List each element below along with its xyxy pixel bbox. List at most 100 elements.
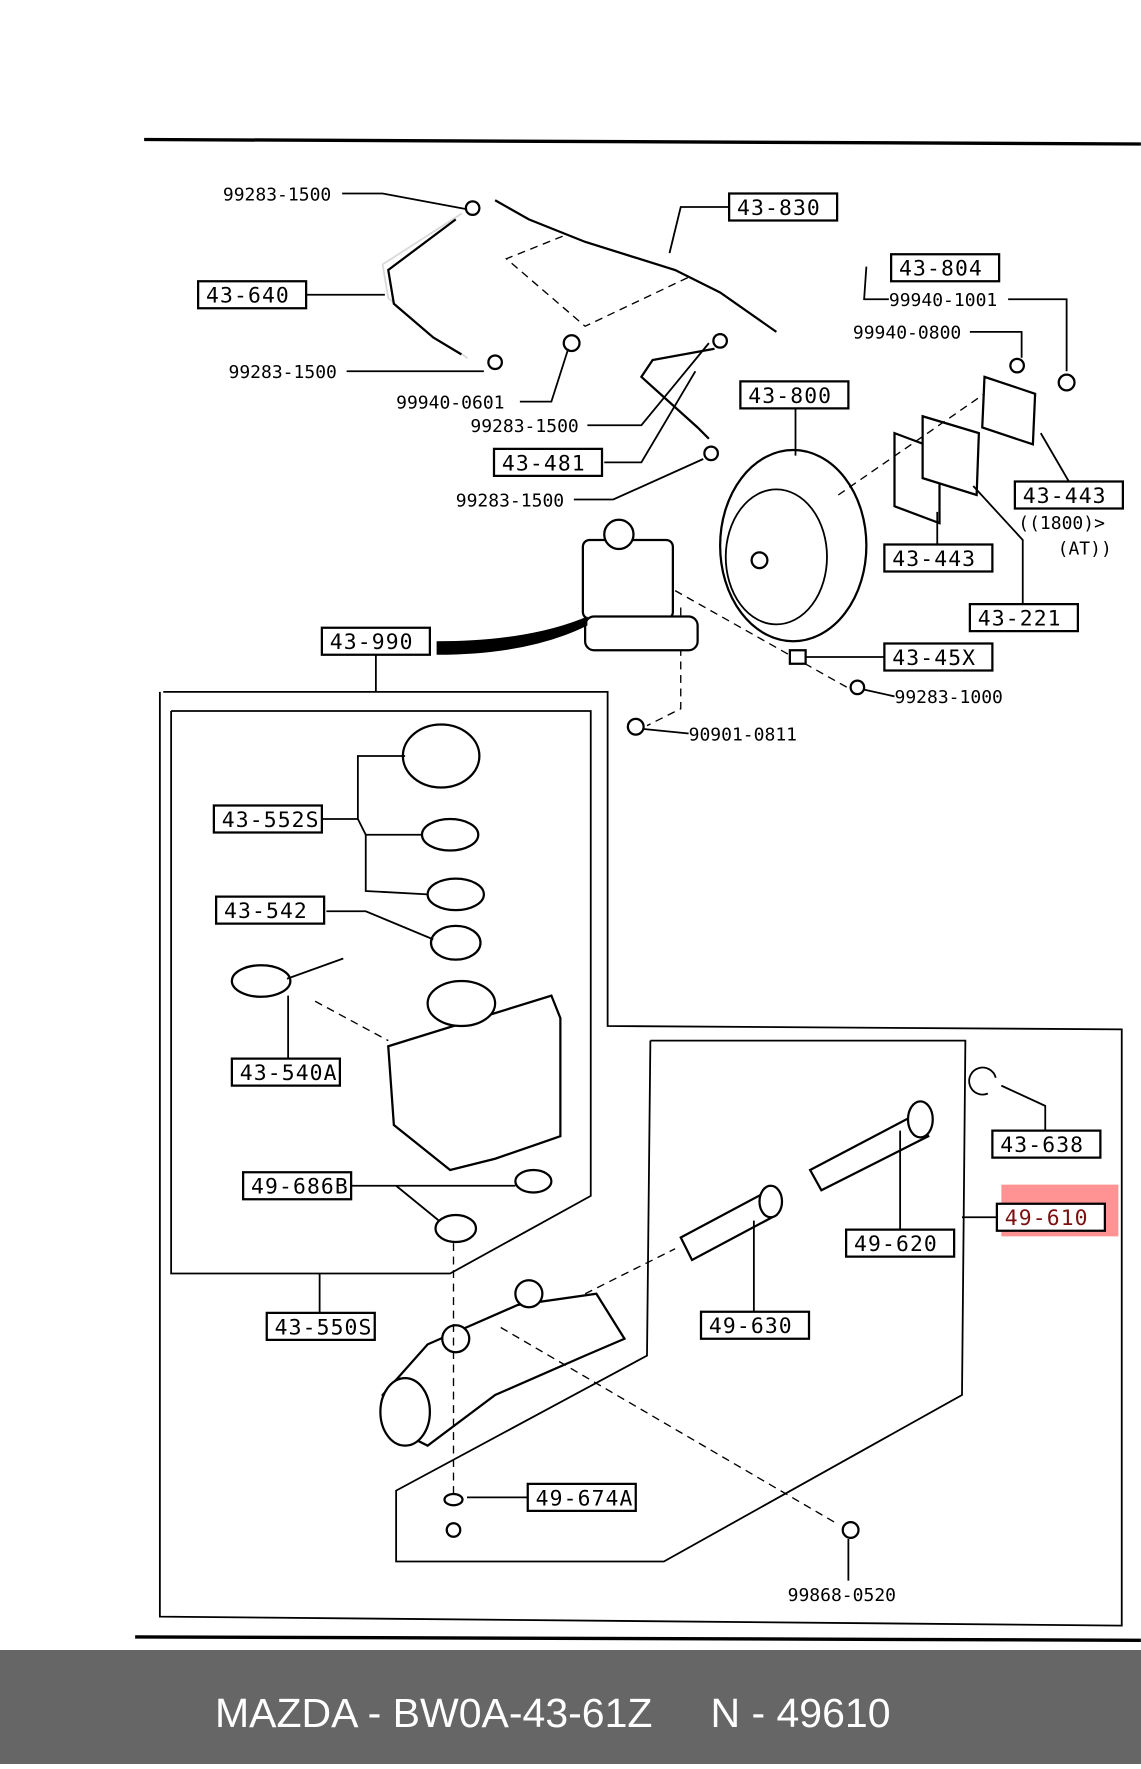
gasket-43-443-1800 [981, 375, 1037, 446]
callout-box [739, 380, 850, 410]
part-number: MAZDA - BW0A-43-61Z [215, 1690, 653, 1736]
callout-text: 43-830 [737, 196, 821, 221]
part-number-label: 99868-0520 [788, 1585, 896, 1606]
group-outline-49-610 [395, 1039, 967, 1563]
callout-box [1013, 480, 1124, 510]
callout-43-804: 43-804 [890, 253, 1001, 283]
callout-43-552S: 43-552S [212, 804, 323, 834]
callout-text: 43-540A [240, 1061, 338, 1086]
hose-43-640 [387, 218, 462, 356]
hose-43-481 [639, 347, 715, 440]
part-number-label: 99940-0601 [396, 392, 504, 413]
callout-49-686B: 49-686B [242, 1171, 353, 1201]
callout-box [492, 447, 604, 477]
callout-box [728, 192, 839, 222]
top-rule [144, 137, 1141, 146]
master-cylinder-assembly [581, 538, 674, 620]
callout-box [215, 895, 326, 925]
callout-43-443a: 43-443 [1013, 480, 1124, 510]
filter-icon [420, 817, 480, 852]
callout-text: 43-221 [978, 607, 1062, 632]
brake-booster-43-800 [719, 448, 868, 643]
nut-icon [562, 334, 581, 353]
callout-text: 43-990 [330, 630, 414, 655]
callout-text: 43-45X [892, 646, 976, 671]
callout-43-550S: 43-550S [265, 1311, 376, 1341]
screw-icon [841, 1521, 860, 1539]
callout-49-620: 49-620 [845, 1228, 956, 1258]
callout-text: 43-640 [206, 284, 290, 309]
clamp-icon [703, 445, 719, 462]
callout-43-542: 43-542 [215, 895, 326, 925]
callout-text: 43-550S [275, 1315, 373, 1340]
callout-box [526, 1482, 637, 1512]
clamp-icon [712, 333, 728, 349]
callout-box [242, 1171, 353, 1201]
group-outline-43-990 [158, 690, 1123, 1627]
callout-text: 43-638 [1000, 1133, 1084, 1158]
callout-49-610: 49-610 [995, 1202, 1106, 1232]
callout-text: 49-610 [1005, 1206, 1089, 1231]
callout-text: 49-620 [854, 1232, 938, 1257]
callout-box [699, 1310, 811, 1340]
callout-box [320, 626, 431, 656]
bolt-icon [849, 679, 866, 696]
callout-text: 43-804 [899, 257, 983, 282]
callout-text: 43-800 [748, 384, 832, 409]
callout-43-800: 43-800 [739, 380, 850, 410]
hose-43-830 [494, 199, 778, 333]
callout-43-45X: 43-45X [883, 642, 994, 672]
callout-box [883, 642, 994, 672]
callout-box [212, 804, 323, 834]
callout-49-674A: 49-674A [526, 1482, 637, 1512]
part-number-label: 99283-1500 [456, 490, 564, 511]
nut-icon [626, 717, 645, 736]
callout-text: 43-542 [224, 899, 308, 924]
grommet-49-686B [434, 1213, 478, 1244]
callout-43-640: 43-640 [196, 280, 308, 310]
callout-box [968, 603, 1079, 633]
clamp-icon [464, 200, 481, 216]
callout-43-540A: 43-540A [230, 1057, 341, 1087]
callout-43-221: 43-221 [968, 603, 1079, 633]
callout-49-630: 49-630 [699, 1310, 811, 1340]
callout-box [995, 1202, 1106, 1232]
primary-piston-49-620 [808, 1112, 930, 1192]
group-outline-43-550S [170, 710, 592, 1275]
clamp-icon [487, 354, 503, 371]
callout-text: 43-443 [1023, 484, 1107, 509]
callout-text: 43-443 [892, 547, 976, 572]
part-number-label: 99283-1000 [895, 687, 1003, 708]
spacer-43-221 [921, 414, 981, 497]
snap-ring-43-638 [968, 1066, 997, 1096]
callout-text: 49-630 [709, 1314, 793, 1339]
callout-text: 49-674A [536, 1486, 634, 1511]
callout-box [230, 1057, 341, 1087]
level-sensor-43-540A [230, 964, 292, 998]
nut-icon [1057, 373, 1076, 392]
nut-icon [1009, 357, 1025, 374]
grommet-49-686B [514, 1168, 553, 1194]
callout-box [890, 253, 1001, 283]
leader-lines [287, 192, 1070, 1581]
part-number-label: ((1800)> [1018, 513, 1105, 534]
reservoir-cap [401, 723, 481, 789]
part-number-label: 99940-1001 [889, 290, 997, 311]
part-number-label: 90901-0811 [689, 724, 797, 745]
callout-text: 43-552S [222, 808, 320, 833]
part-number-label: 99283-1500 [470, 416, 578, 437]
bottom-rule [135, 1635, 1141, 1642]
callout-box [845, 1228, 956, 1258]
callout-43-990: 43-990 [320, 626, 431, 656]
callout-text: 49-686B [251, 1175, 349, 1200]
part-number-label: 99940-0800 [853, 323, 961, 344]
callout-box [196, 280, 308, 310]
callout-43-638: 43-638 [991, 1129, 1102, 1159]
callout-text: 43-481 [502, 451, 586, 476]
fitting-43-45X [788, 649, 807, 665]
part-number-label: 99283-1500 [229, 362, 337, 383]
